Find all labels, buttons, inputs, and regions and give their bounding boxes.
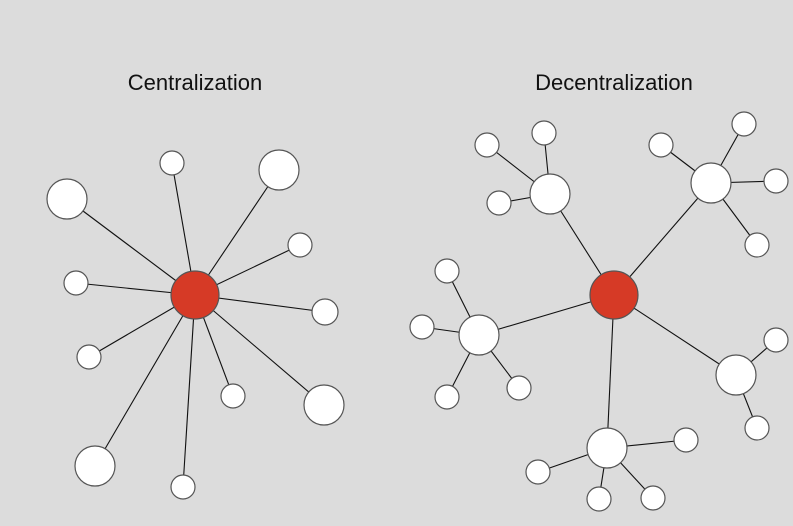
- decentralization-diagram: Decentralization: [409, 70, 789, 512]
- edge: [182, 294, 196, 488]
- edge: [194, 294, 325, 406]
- leaf-node: [525, 459, 551, 485]
- peripheral-node: [170, 474, 196, 500]
- decentralization-nodes: [409, 111, 789, 512]
- leaf-node: [731, 111, 757, 137]
- centralization-title: Centralization: [128, 70, 263, 95]
- centralization-nodes: [46, 149, 345, 500]
- leaf-node: [474, 132, 500, 158]
- central-hub-node: [589, 270, 639, 320]
- decentralization-title: Decentralization: [535, 70, 693, 95]
- leaf-node: [486, 190, 512, 216]
- hub-edge: [606, 294, 615, 449]
- sub-hub-node: [458, 314, 500, 356]
- edge: [94, 294, 196, 467]
- leaf-node: [409, 314, 435, 340]
- leaf-node: [434, 384, 460, 410]
- peripheral-node: [258, 149, 300, 191]
- leaf-node: [673, 427, 699, 453]
- leaf-node: [434, 258, 460, 284]
- central-hub-node: [170, 270, 220, 320]
- peripheral-node: [74, 445, 116, 487]
- peripheral-node: [287, 232, 313, 258]
- leaf-node: [586, 486, 612, 512]
- sub-hub-node: [529, 173, 571, 215]
- peripheral-node: [220, 383, 246, 409]
- peripheral-node: [76, 344, 102, 370]
- centralization-diagram: Centralization: [46, 70, 345, 500]
- leaf-node: [763, 327, 789, 353]
- leaf-node: [744, 232, 770, 258]
- centralization-edges: [66, 162, 326, 488]
- leaf-node: [648, 132, 674, 158]
- peripheral-node: [63, 270, 89, 296]
- edge: [194, 169, 280, 296]
- leaf-node: [506, 375, 532, 401]
- leaf-node: [744, 415, 770, 441]
- sub-hub-node: [690, 162, 732, 204]
- leaf-node: [640, 485, 666, 511]
- leaf-node: [531, 120, 557, 146]
- peripheral-node: [311, 298, 339, 326]
- leaf-node: [763, 168, 789, 194]
- sub-hub-node: [715, 354, 757, 396]
- peripheral-node: [46, 178, 88, 220]
- sub-hub-node: [586, 427, 628, 469]
- hub-edge: [613, 182, 712, 296]
- peripheral-node: [303, 384, 345, 426]
- edge: [66, 198, 196, 296]
- peripheral-node: [159, 150, 185, 176]
